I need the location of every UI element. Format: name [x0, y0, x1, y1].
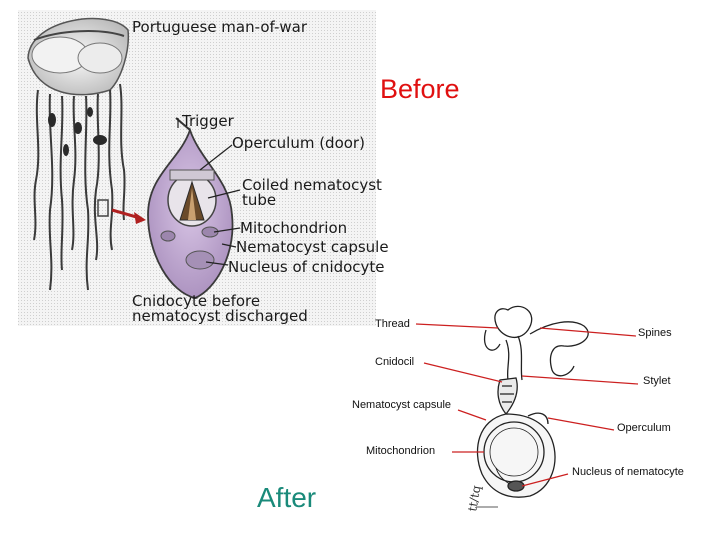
label-coiled-tube-2: tube — [242, 191, 276, 209]
label-mitochondrion-top: Mitochondrion — [240, 219, 347, 237]
top-figure: Portuguese man-of-war Trigger Operculum … — [18, 10, 389, 326]
nematocyst-illustration: tt/tq — [465, 306, 588, 512]
label-operculum-door: Operculum (door) — [232, 134, 365, 152]
label-nematocyst-capsule-top: Nematocyst capsule — [236, 238, 389, 256]
caption-line-2: nematocyst discharged — [132, 307, 308, 325]
svg-text:tt/tq: tt/tq — [465, 484, 483, 513]
caption-after: After — [257, 482, 316, 514]
label-thread: Thread — [375, 318, 410, 330]
label-trigger: Trigger — [181, 112, 235, 130]
bottom-figure: tt/tq Thread Cnidocil Nematocyst capsule… — [352, 306, 684, 512]
label-cnidocil: Cnidocil — [375, 356, 414, 368]
label-nucleus-nematocyte: Nucleus of nematocyte — [572, 466, 684, 478]
label-nematocyst-capsule-bottom: Nematocyst capsule — [352, 399, 451, 411]
figure-title: Portuguese man-of-war — [132, 18, 308, 36]
label-spines: Spines — [638, 327, 672, 339]
label-operculum: Operculum — [617, 422, 671, 434]
label-mitochondrion-bottom: Mitochondrion — [366, 445, 435, 457]
caption-before: Before — [380, 74, 460, 105]
label-nucleus-cnidocyte: Nucleus of cnidocyte — [228, 258, 385, 276]
label-stylet: Stylet — [643, 375, 671, 387]
